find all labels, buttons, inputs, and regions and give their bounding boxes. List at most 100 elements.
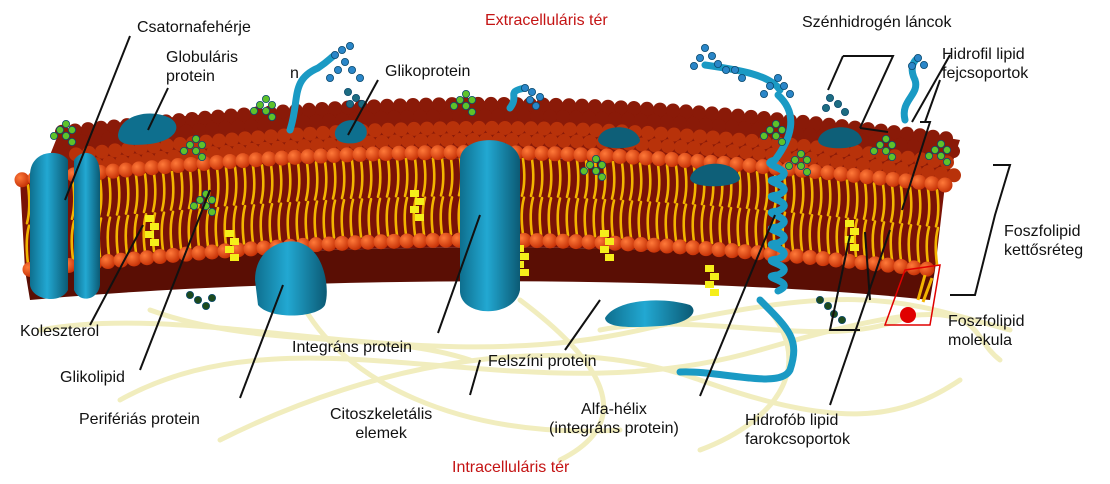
sugar-unit xyxy=(586,161,593,168)
lipid-head xyxy=(400,233,415,248)
lipid-head xyxy=(752,147,766,161)
lipid-head xyxy=(531,133,545,147)
sugar-unit xyxy=(352,94,359,101)
lipid-head xyxy=(738,244,753,259)
lipid-head xyxy=(405,145,420,160)
sugar-unit xyxy=(208,294,215,301)
lipid-head xyxy=(361,112,375,126)
lipid-head xyxy=(210,155,225,170)
lipid-head xyxy=(158,159,173,174)
lipid-head xyxy=(153,249,168,264)
lipid-head xyxy=(491,109,505,123)
lipid-head xyxy=(418,145,433,160)
sugar-unit xyxy=(528,88,535,95)
lipid-head xyxy=(621,236,636,251)
sugar-unit xyxy=(450,102,457,109)
lipid-head xyxy=(478,109,492,123)
lipid-head xyxy=(699,241,714,256)
lipid-head xyxy=(394,122,408,136)
lipid-head xyxy=(563,122,577,136)
lipid-head xyxy=(803,250,818,265)
lipid-head xyxy=(315,102,329,116)
lipid-head xyxy=(817,153,831,167)
sugar-unit xyxy=(268,113,275,120)
lipid-head xyxy=(569,234,584,249)
sugar-unit xyxy=(468,96,475,103)
lipid-head xyxy=(639,150,654,165)
sugar-unit xyxy=(803,156,810,163)
lipid-head xyxy=(413,233,428,248)
lipid-head xyxy=(380,99,394,113)
sugar-unit xyxy=(696,54,703,61)
lipid-head xyxy=(106,164,121,179)
globular-protein-label: Globuláris protein xyxy=(166,48,238,86)
lipid-head xyxy=(288,150,303,165)
lipid-head xyxy=(543,233,558,248)
lipid-head xyxy=(498,121,512,135)
hydrocarbon-chains-label: Szénhidrogén láncok xyxy=(802,13,951,32)
sugar-unit xyxy=(348,66,355,73)
lipid-head xyxy=(562,98,576,112)
lipid-head xyxy=(205,244,220,259)
sugar-unit xyxy=(262,107,269,114)
lipid-head xyxy=(316,126,330,140)
sugar-unit xyxy=(803,168,810,175)
lipid-head xyxy=(413,110,427,124)
cholesterol-label: Koleszterol xyxy=(20,322,99,341)
lipid-head xyxy=(549,98,563,112)
sugar-unit xyxy=(192,135,199,142)
sugar-unit xyxy=(346,100,353,107)
sugar-unit xyxy=(62,132,69,139)
cholesterol-ring xyxy=(145,215,154,222)
sugar-unit xyxy=(738,74,745,81)
lipid-head xyxy=(912,175,927,190)
lipid-head xyxy=(432,97,446,111)
sugar-unit xyxy=(208,208,215,215)
lipid-head xyxy=(171,158,186,173)
lipid-head xyxy=(574,147,589,162)
sugar-unit xyxy=(766,82,773,89)
lipid-head xyxy=(713,143,727,157)
sugar-unit xyxy=(943,158,950,165)
sugar-unit xyxy=(826,94,833,101)
sugar-unit xyxy=(914,54,921,61)
lipid-head xyxy=(743,158,758,173)
lipid-head xyxy=(400,110,414,124)
sugar-unit xyxy=(701,44,708,51)
cholesterol-ring xyxy=(410,206,419,213)
lipid-head xyxy=(472,121,486,135)
sugar-unit xyxy=(822,104,829,111)
cholesterol-ring xyxy=(850,228,859,235)
lipid-head xyxy=(920,262,935,277)
cholesterol-ring xyxy=(600,246,609,253)
integral-protein-label: Integráns protein xyxy=(292,338,412,357)
lipid-head xyxy=(439,233,454,248)
lipid-head xyxy=(544,134,558,148)
sugar-unit xyxy=(943,146,950,153)
sugar-unit xyxy=(876,141,883,148)
sugar-unit xyxy=(341,58,348,65)
lipid-head xyxy=(726,144,740,158)
sugar-unit xyxy=(838,316,845,323)
lipid-head xyxy=(847,168,862,183)
lipid-head xyxy=(570,134,584,148)
lipid-head xyxy=(368,123,382,137)
lipid-head xyxy=(420,122,434,136)
lipid-head xyxy=(387,234,402,249)
cholesterol-ring xyxy=(850,244,859,251)
lipid-head xyxy=(530,233,545,248)
lipid-head xyxy=(511,121,525,135)
lipid-head xyxy=(249,152,264,167)
lipid-head xyxy=(938,178,953,193)
sugar-unit xyxy=(920,61,927,68)
lipid-head xyxy=(322,236,337,251)
lipid-head xyxy=(353,147,368,162)
lipid-head xyxy=(327,148,342,163)
lipid-head xyxy=(522,146,537,161)
cholesterol-ring xyxy=(415,214,424,221)
sugar-unit xyxy=(816,296,823,303)
integral-protein xyxy=(460,140,520,311)
sugar-unit xyxy=(338,46,345,53)
lipid-head xyxy=(361,235,376,250)
sugar-unit xyxy=(186,141,193,148)
